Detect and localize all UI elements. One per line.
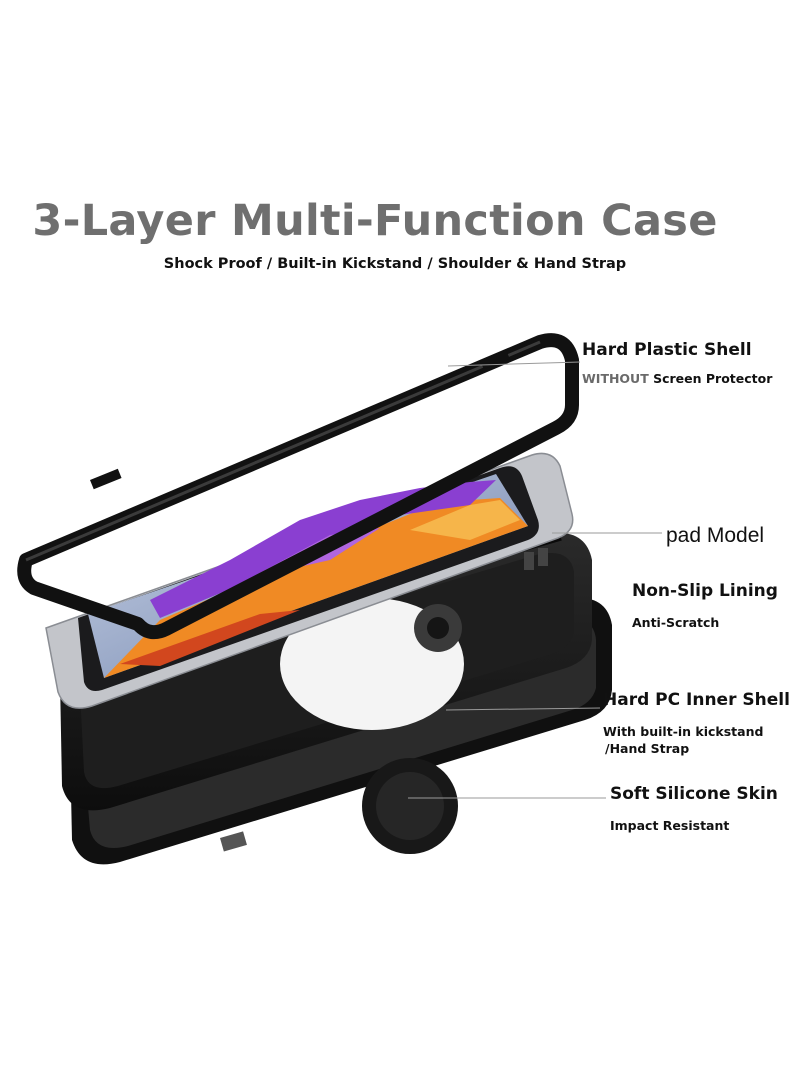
callout-sub-rest: Screen Protector: [648, 371, 773, 386]
callout-hard-plastic-shell: Hard Plastic Shell WITHOUT Screen Protec…: [582, 340, 772, 386]
callout-title: pad Model: [666, 524, 765, 547]
tablet-device: [45, 452, 574, 709]
callout-line-inner-shell: [445, 707, 601, 711]
callout-subtitle: With built-in kickstand/Hand Strap: [603, 723, 790, 757]
callout-pad-model: pad Model: [666, 524, 764, 548]
callout-sub-line-1: With built-in kickstand: [603, 724, 764, 739]
callout-subtitle: Anti-Scratch: [632, 615, 720, 630]
callout-non-slip-lining: Non-Slip Lining Anti-Scratch: [632, 581, 778, 630]
callout-subtitle: Impact Resistant: [610, 818, 730, 833]
callout-title: Hard Plastic Shell: [582, 340, 752, 360]
callout-soft-silicone-skin: Soft Silicone Skin Impact Resistant: [610, 784, 778, 833]
headline: 3-Layer Multi-Function Case: [32, 196, 718, 246]
callout-hard-pc-inner-shell: Hard PC Inner Shell With built-in kickst…: [603, 690, 790, 757]
callout-line-shell: [447, 361, 581, 367]
callout-sub-line-2: /Hand Strap: [605, 741, 690, 756]
callout-subtitle: WITHOUT Screen Protector: [582, 371, 772, 386]
hard-plastic-shell-frame: [17, 333, 579, 640]
callout-title: Non-Slip Lining: [632, 581, 778, 601]
feature-subtitle: Shock Proof / Built-in Kickstand / Shoul…: [163, 256, 627, 272]
callout-title: Soft Silicone Skin: [610, 784, 778, 804]
callout-sub-emphasis: WITHOUT: [582, 371, 649, 386]
pc-inner-shell-layer: [60, 528, 592, 811]
callout-title: Hard PC Inner Shell: [603, 690, 790, 710]
